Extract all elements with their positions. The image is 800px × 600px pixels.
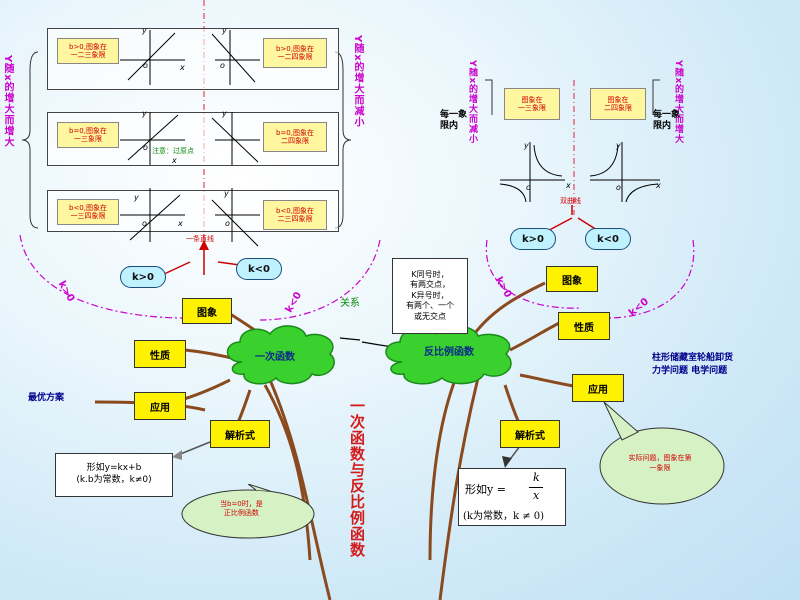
linear-left-side-label: Y随x的增大而增大 (2, 55, 13, 148)
inverse-formula-numerator: k (533, 471, 540, 484)
diagram-title: 一次函数与反比例函数 (348, 398, 366, 558)
svg-text:y: y (141, 109, 147, 118)
svg-text:o: o (616, 183, 621, 192)
svg-text:y: y (523, 141, 529, 150)
linear-box-left-1: b>0,图象在 一二三象限 (57, 38, 119, 64)
linear-right-side-label: Y随x的增大而减小 (352, 35, 363, 128)
inverse-formula-box: 形如y = k x (k为常数，k ≠ 0) (458, 468, 566, 526)
svg-text:y: y (223, 189, 229, 198)
arc-lines (19, 234, 695, 321)
inverse-bubble-shape (599, 401, 725, 505)
svg-text:x: x (171, 156, 177, 165)
inverse-k-negative: k<0 (585, 228, 631, 250)
inverse-box-left: 图象在 一三象限 (504, 88, 560, 120)
inverse-formula-note: (k为常数，k ≠ 0) (463, 511, 545, 522)
inverse-node-application: 应用 (572, 374, 624, 402)
relation-label: 关系 (340, 298, 360, 309)
inverse-left-side-label: Y随x的增大而减小 (467, 60, 477, 145)
linear-mini-graphs: y o x y o y o x y y o x y o (120, 26, 260, 247)
linear-bubble-shape (181, 484, 315, 539)
linear-k-positive: k>0 (120, 266, 166, 288)
axis-y-label: y (141, 26, 147, 35)
linear-node-formula: 解析式 (210, 420, 270, 448)
svg-text:x: x (565, 181, 571, 190)
inverse-mini-graphs: y o x y o x (499, 141, 661, 203)
linear-node-property: 性质 (134, 340, 186, 368)
inverse-right-side-label: Y随x的增大而增大 (673, 60, 683, 145)
linear-cloud-label: 一次函数 (255, 352, 295, 363)
intersection-note: K同号时， 有两交点， K异号时， 有两个、一个 或无交点 (392, 258, 468, 334)
inverse-k-positive: k>0 (510, 228, 556, 250)
linear-k-negative: k<0 (236, 258, 282, 280)
inverse-bubble-text: 实际问题，图象在第 一象限 (628, 454, 692, 472)
linear-box-left-2: b=0,图象在 一三象限 (57, 122, 119, 148)
svg-text:x: x (655, 181, 661, 190)
inverse-formula-denominator: x (533, 489, 540, 502)
each-quadrant-left: 每一象限内 (440, 110, 468, 131)
linear-formula-box: 形如y=kx+b (k.b为常数，k≠0) (55, 453, 173, 497)
linear-box-left-3: b<0,图象在 一三四象限 (57, 199, 119, 225)
applications-list: 柱形储藏室轮船卸货 力学问题 电学问题 (652, 353, 734, 376)
straight-line-label: 一条直线 (186, 235, 214, 243)
svg-text:y: y (221, 109, 227, 118)
hyperbola-label: 双曲线 (560, 197, 581, 205)
svg-text:o: o (220, 61, 225, 70)
linear-box-right-1: b>0,图象在 一二四象限 (263, 38, 327, 68)
linear-node-application: 应用 (134, 392, 186, 420)
inverse-node-property: 性质 (558, 312, 610, 340)
inverse-cloud-label: 反比例函数 (424, 347, 474, 358)
svg-text:x: x (177, 219, 183, 228)
svg-text:x: x (179, 63, 185, 72)
inverse-box-right: 图象在 二四象限 (590, 88, 646, 120)
svg-text:y: y (615, 141, 621, 150)
svg-text:o: o (142, 219, 147, 228)
best-plan-label: 最优方案 (28, 393, 65, 403)
linear-box-right-3: b<0,图象在 二三四象限 (263, 200, 327, 230)
linear-node-graph: 图象 (182, 298, 232, 324)
svg-text:o: o (143, 143, 148, 152)
inverse-formula-prefix: 形如y = (465, 483, 506, 496)
note-origin: 注意：过原点 (152, 147, 194, 155)
svg-text:o: o (143, 61, 148, 70)
svg-text:o: o (526, 183, 531, 192)
inverse-node-formula: 解析式 (500, 420, 560, 448)
svg-text:o: o (225, 219, 230, 228)
svg-text:y: y (133, 193, 139, 202)
each-quadrant-right: 每一象限内 (653, 110, 681, 131)
linear-box-right-2: b=0,图象在 二四象限 (263, 122, 327, 152)
linear-bubble-text: 当b=0时，是 正比例函数 (220, 500, 263, 518)
svg-text:y: y (221, 26, 227, 35)
inverse-node-graph: 图象 (546, 266, 598, 292)
linear-cloud (226, 325, 335, 385)
